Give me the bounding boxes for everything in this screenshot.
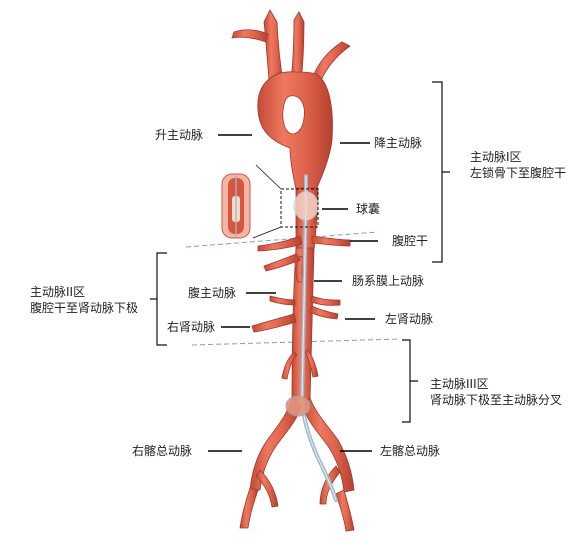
inferior-branch-left (304, 349, 319, 378)
celiac-right (311, 235, 351, 247)
zone-brackets (150, 81, 450, 423)
left-subclavian (309, 41, 351, 89)
label-right-common-iliac: 右髂总动脉 (132, 444, 193, 458)
balloon-upper (293, 191, 319, 221)
label-abdominal-aorta: 腹主动脉 (188, 286, 237, 300)
zone-2-desc: 腹腔干至肾动脉下极 (30, 301, 139, 315)
label-celiac-trunk: 腹腔干 (392, 234, 429, 248)
zone-3-desc: 肾动脉下极至主动脉分叉 (430, 393, 563, 407)
left-renal-artery (309, 305, 339, 320)
label-left-common-iliac: 左髂总动脉 (380, 444, 441, 458)
right-common-iliac (249, 397, 303, 491)
label-ascending-aorta: 升主动脉 (155, 128, 204, 142)
zone-1-title: 主动脉I区 (470, 150, 522, 164)
left-external-iliac (335, 489, 355, 532)
right-internal-iliac (255, 469, 279, 508)
left-renal-vein (310, 295, 341, 306)
right-gonadal (269, 295, 296, 306)
right-subclavian-branch (231, 29, 269, 43)
balloon-lower (285, 395, 311, 417)
left-common-carotid (290, 11, 305, 85)
left-common-iliac (301, 397, 355, 493)
zoom-box (280, 188, 319, 228)
zone-2-label: 主动脉II区 腹腔干至肾动脉下极 (30, 284, 138, 316)
zone-3-label: 主动脉III区 肾动脉下极至主动脉分叉 (430, 376, 562, 408)
leader-lines (208, 134, 378, 452)
aortic-arch (257, 71, 333, 191)
label-left-renal: 左肾动脉 (385, 312, 434, 326)
zone-3-title: 主动脉III区 (430, 377, 489, 391)
label-balloon: 球囊 (356, 202, 381, 216)
right-renal-artery (251, 313, 297, 333)
label-superior-mesenteric: 肠系膜上动脉 (352, 274, 425, 288)
vessel-inset (221, 173, 251, 239)
label-descending-aorta: 降主动脉 (374, 136, 423, 150)
zone-1-label: 主动脉I区 左锁骨下至腹腔干 (470, 149, 566, 181)
right-external-iliac (239, 487, 259, 529)
sma-left-branch (263, 253, 301, 272)
label-right-renal: 右肾动脉 (167, 320, 216, 334)
inferior-branch-right (281, 351, 298, 380)
zone-2-title: 主动脉II区 (30, 285, 86, 299)
zone-1-desc: 左锁骨下至腹腔干 (470, 166, 567, 180)
celiac-trunk (257, 235, 303, 252)
aorta-body (231, 9, 355, 532)
